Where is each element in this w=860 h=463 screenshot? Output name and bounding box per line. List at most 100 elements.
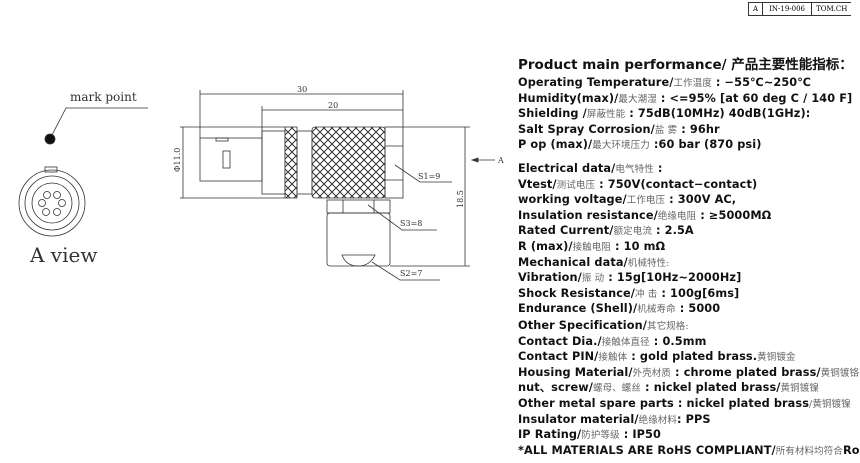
spec-cn: 机械寿命 xyxy=(637,304,676,316)
spec-val: : 10 mΩ xyxy=(610,239,666,253)
rev-doc: IN-19-006 xyxy=(762,2,813,16)
spec-line: working voltage/工作电压 : 300V AC, xyxy=(518,192,771,208)
spec-en: Humidity(max)/ xyxy=(518,91,619,105)
spec-line: Other Specification/其它规格: xyxy=(518,318,860,334)
spec-val: :60 bar (870 psi) xyxy=(649,138,762,152)
spec-en: Contact PIN/ xyxy=(518,350,599,364)
mark-leader-line xyxy=(51,107,148,136)
spec-en: nut、screw/ xyxy=(518,381,593,395)
s3-label: S3=8 xyxy=(400,219,422,228)
spec-cn2: 黄铜镀铬 xyxy=(820,367,860,379)
knurled-nut xyxy=(311,126,386,199)
spec-cn: 接触体直径 xyxy=(601,336,650,348)
spec-line: R (max)/接触电阻 : 10 mΩ xyxy=(518,239,771,255)
spec-val: : −55℃~250℃ xyxy=(711,76,812,89)
a-view-label: A view xyxy=(29,243,97,267)
rev-by: TOM.CH xyxy=(811,2,852,16)
spec-line: IP Rating/防护等级 : IP50 xyxy=(518,427,860,443)
spec-line: Contact Dia./接触体直径 : 0.5mm xyxy=(518,334,860,350)
mark-point-dot xyxy=(44,133,56,145)
other-spec-list: Other Specification/其它规格:Contact Dia./接触… xyxy=(518,318,860,458)
spec-en: working voltage/ xyxy=(518,193,627,207)
spec-line: Humidity(max)/最大潮湿 : <=95% [at 60 deg C … xyxy=(518,91,852,107)
spec-line: Mechanical data/机械特性: xyxy=(518,255,771,271)
spec-cn: 工作电压 xyxy=(626,195,666,207)
spec-en: Insulation resistance/ xyxy=(518,208,658,222)
spec-val: RoHS xyxy=(842,443,860,457)
spec-en: Shielding / xyxy=(518,107,587,121)
spec-val: : 0.5mm xyxy=(649,334,707,348)
spec-val: : 75dB(10MHz) 40dB(1GHz): xyxy=(625,107,811,121)
plug-body xyxy=(199,137,263,182)
spec-line: nut、screw/螺母、螺丝 : nickel plated brass/黄铜… xyxy=(518,380,860,396)
mark-point-label: mark point xyxy=(70,90,137,104)
spec-cn: 盐 雾 xyxy=(654,124,678,136)
spec-cn: 接触体 xyxy=(598,352,628,364)
spec-line: Vibration/振 动 : 15g[10Hz~2000Hz] xyxy=(518,270,771,286)
spec-cn: 工作温度 xyxy=(673,78,712,89)
spec-line: Contact PIN/接触体 : gold plated brass.黄铜镀金 xyxy=(518,349,860,365)
spec-val: : nickel plated brass xyxy=(673,396,810,410)
a-view-face xyxy=(18,166,86,237)
spec-val: : PPS xyxy=(677,412,711,426)
spec-cn: 振 动 xyxy=(581,273,605,285)
spec-val: : 100g[6ms] xyxy=(657,286,740,300)
spec-val: : 96hr xyxy=(677,122,720,136)
spec-en: Other metal spare parts xyxy=(518,396,674,410)
spec-cn2: 黄铜镀金 xyxy=(757,352,796,364)
spec-en: Insulator material/ xyxy=(518,412,639,426)
spec-en: IP Rating/ xyxy=(518,428,582,442)
spec-en: Shock Resistance/ xyxy=(518,286,636,300)
s1-label: S1=9 xyxy=(418,172,440,181)
spec-cn: 额定电流 xyxy=(613,226,652,238)
spec-en: Operating Temperature/ xyxy=(518,76,674,89)
knurled-ring xyxy=(284,126,298,199)
spec-val: : gold plated brass. xyxy=(627,350,758,364)
spec-en: Vtest/ xyxy=(518,177,557,191)
spec-cn: 冲 击 xyxy=(635,288,658,300)
spec-val: : xyxy=(653,162,663,175)
spec-en: R (max)/ xyxy=(518,239,573,253)
s1-leader xyxy=(394,164,452,183)
spec-cn: 外壳材质 xyxy=(632,367,672,379)
spec-val: : 5000 xyxy=(675,302,721,316)
spec-cn: 电气特性 xyxy=(615,164,654,175)
hex-nut-s3 xyxy=(326,199,391,214)
spec-cn2: 黄铜镀镍 xyxy=(780,383,819,395)
spec-line: Shielding /屏蔽性能 : 75dB(10MHz) 40dB(1GHz)… xyxy=(518,106,852,122)
spec-cn: 屏蔽性能 xyxy=(586,109,626,121)
spec-val: : 300V AC, xyxy=(665,193,737,207)
dim-height-label: 18.5 xyxy=(456,190,465,208)
hex-nut-s1 xyxy=(384,126,404,199)
spec-cn: 绝缘材料 xyxy=(638,414,678,426)
spec-val: : 15g[10Hz~2000Hz] xyxy=(604,271,742,285)
spec-cn: 防护等级 xyxy=(581,430,620,442)
spec-en: Vibration/ xyxy=(518,271,582,285)
spec-line: Vtest/测试电压 : 750V(contact−contact) xyxy=(518,177,771,193)
spec-cn2: /黄铜镀镍 xyxy=(809,398,851,410)
spec-en: Mechanical data/ xyxy=(518,255,628,269)
s3-leader xyxy=(367,204,437,231)
spec-en: Electrical data/ xyxy=(518,162,616,175)
spec-line: Insulator material/绝缘材料: PPS xyxy=(518,412,860,428)
spec-val: : <=95% [at 60 deg C / 140 F] xyxy=(656,91,853,105)
s2-label: S2=7 xyxy=(400,269,422,278)
spec-line: Operating Temperature/工作温度 : −55℃~250℃ xyxy=(518,75,852,91)
spec-val: : nickel plated brass/ xyxy=(641,381,781,395)
spec-en: P op (max)/ xyxy=(518,138,593,152)
spec-line: Rated Current/额定电流 : 2.5A xyxy=(518,223,771,239)
spec-cn: 螺母、螺丝 xyxy=(593,383,642,395)
spec-line: Insulation resistance/绝缘电阻 : ≥5000MΩ xyxy=(518,208,771,224)
spec-line: Other metal spare parts : nickel plated … xyxy=(518,396,860,412)
spec-en: Contact Dia./ xyxy=(518,334,602,348)
cable-dome xyxy=(341,254,376,267)
spec-val: : 750V(contact−contact) xyxy=(595,177,758,191)
spec-line: Housing Material/外壳材质 : chrome plated br… xyxy=(518,365,860,381)
dim-30-label: 30 xyxy=(297,85,307,94)
spec-en: *ALL MATERIALS ARE RoHS COMPLIANT/ xyxy=(518,443,776,457)
spec-cn: 其它规格: xyxy=(646,321,689,332)
connector-drawing: mark point A view 30 20 Φ11.0 18.5 A S1= xyxy=(18,85,504,281)
spec-cn: 机械特性: xyxy=(627,257,670,269)
